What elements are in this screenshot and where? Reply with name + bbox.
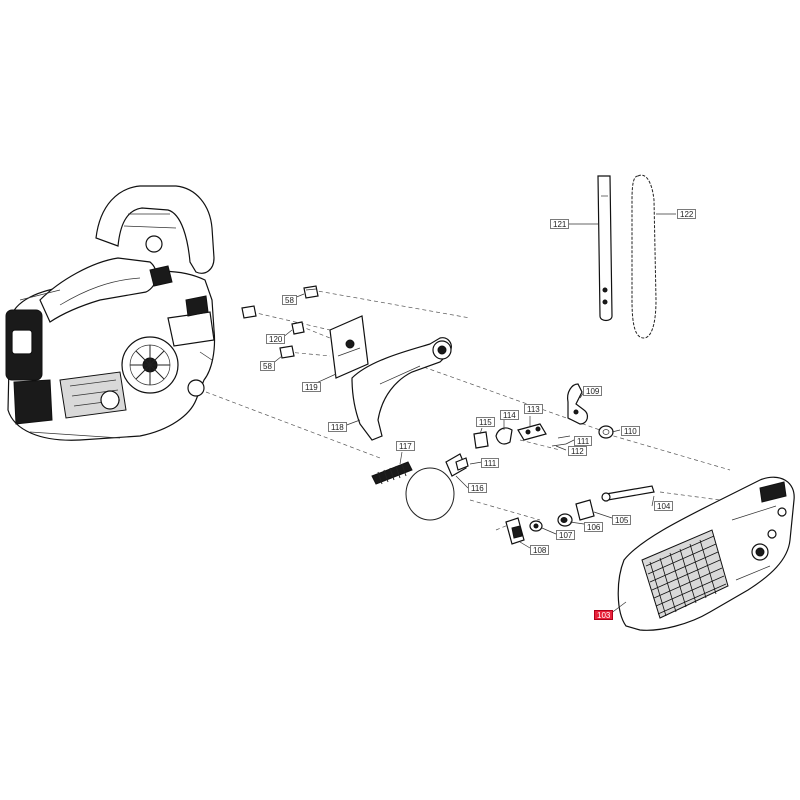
engine-body xyxy=(5,185,216,441)
part-label-104[interactable]: 104 xyxy=(654,501,674,511)
part-label-115[interactable]: 115 xyxy=(476,417,495,427)
assembly-lines xyxy=(205,289,731,531)
part-label-122[interactable]: 122 xyxy=(677,209,697,219)
sprocket-cover xyxy=(617,476,795,631)
guide-bar xyxy=(597,175,613,322)
part-label-116[interactable]: 116 xyxy=(468,483,487,493)
part-label-110[interactable]: 110 xyxy=(621,426,640,436)
part-label-114[interactable]: 114 xyxy=(500,410,519,420)
part-label-121[interactable]: 121 xyxy=(550,219,570,229)
bolts xyxy=(241,285,319,359)
small-parts xyxy=(455,423,571,471)
part-label-105[interactable]: 105 xyxy=(612,515,632,525)
part-label-117[interactable]: 117 xyxy=(396,441,415,451)
part-label-106[interactable]: 106 xyxy=(584,522,604,532)
part-label-58[interactable]: 58 xyxy=(282,295,297,305)
part-label-108[interactable]: 108 xyxy=(530,545,550,555)
part-label-118[interactable]: 118 xyxy=(328,422,347,432)
saw-chain xyxy=(631,174,657,339)
leader-lines xyxy=(271,213,676,615)
part-label-109[interactable]: 109 xyxy=(583,386,603,396)
part-label-58[interactable]: 58 xyxy=(260,361,275,371)
brake-lever xyxy=(351,337,452,441)
part-label-103[interactable]: 103 xyxy=(594,610,614,620)
hardware-parts xyxy=(505,485,655,545)
spring xyxy=(371,461,413,485)
guide-plate xyxy=(329,315,369,379)
part-label-111[interactable]: 111 xyxy=(574,436,593,446)
part-label-111[interactable]: 111 xyxy=(481,458,500,468)
part-label-120[interactable]: 120 xyxy=(266,334,286,344)
part-label-119[interactable]: 119 xyxy=(302,382,321,392)
part-label-113[interactable]: 113 xyxy=(524,404,543,414)
part-label-112[interactable]: 112 xyxy=(568,446,587,456)
part-label-107[interactable]: 107 xyxy=(556,530,576,540)
